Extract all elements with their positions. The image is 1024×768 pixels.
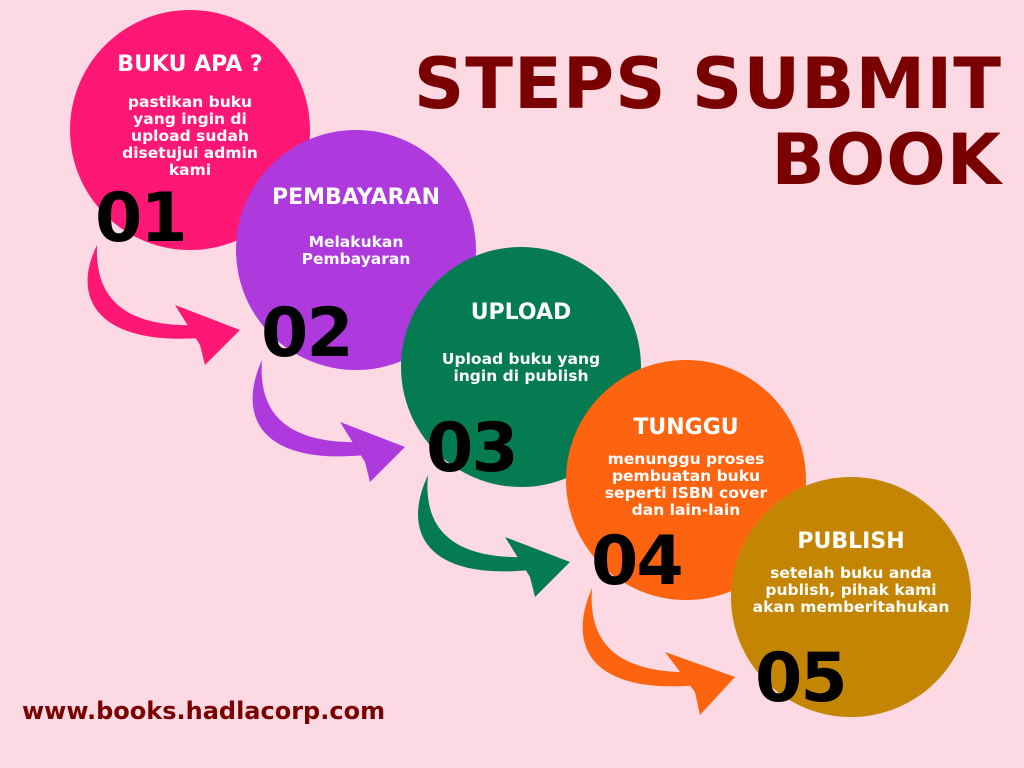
step-description: menunggu proses pembuatan buku seperti I… (604, 450, 768, 519)
step-number: 04 (591, 522, 684, 601)
step-title: PUBLISH (797, 529, 905, 554)
step-1: BUKU APA ? pastikan buku yang ingin di u… (70, 10, 310, 258)
title-line-2: BOOK (771, 119, 1002, 201)
step-description: Upload buku yang ingin di publish (441, 350, 601, 385)
step-title: BUKU APA ? (117, 52, 263, 77)
step-number: 03 (426, 409, 519, 488)
step-5: PUBLISH setelah buku anda publish, pihak… (731, 477, 971, 717)
step-description: Melakukan Pembayaran (301, 233, 411, 268)
step-number: 01 (95, 179, 188, 258)
arrow-2-to-3 (252, 360, 405, 482)
arrow-4-to-5 (582, 588, 735, 715)
step-description: pastikan buku yang ingin di upload sudah… (122, 93, 258, 179)
website-link[interactable]: www.books.hadlacorp.com (22, 697, 386, 725)
arrow-1-to-2 (87, 245, 240, 365)
page-title: STEPS SUBMIT BOOK (414, 46, 1002, 198)
step-title: UPLOAD (470, 300, 572, 325)
step-title: PEMBAYARAN (272, 185, 440, 210)
step-number: 02 (261, 294, 354, 373)
step-4: TUNGGU menunggu proses pembuatan buku se… (566, 360, 806, 600)
title-line-1: STEPS SUBMIT (413, 43, 1002, 125)
step-description: setelah buku anda publish, pihak kami ak… (752, 564, 950, 616)
step-number: 05 (755, 639, 848, 718)
step-title: TUNGGU (633, 415, 739, 440)
arrow-3-to-4 (418, 475, 570, 597)
